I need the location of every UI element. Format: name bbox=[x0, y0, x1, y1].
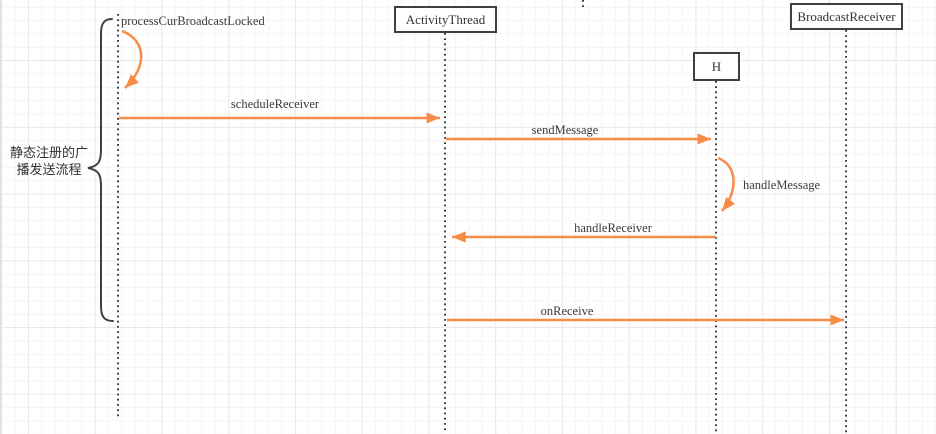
label-process-cur-broadcast-locked: processCurBroadcastLocked bbox=[121, 14, 265, 28]
brace-annotation-text: 静态注册的广播发送流程 bbox=[9, 145, 88, 177]
label-schedule-receiver: scheduleReceiver bbox=[230, 97, 320, 111]
actor-label-activity-thread: ActivityThread bbox=[405, 11, 486, 27]
actor-box-h: H bbox=[693, 52, 740, 81]
actor-label-h: H bbox=[711, 58, 722, 74]
label-on-receive: onReceive bbox=[540, 304, 594, 318]
label-handle-message: handleMessage bbox=[743, 178, 821, 192]
self-arrow-process-cur-broadcast-locked bbox=[121, 29, 143, 89]
actor-box-activity-thread: ActivityThread bbox=[394, 6, 497, 33]
actor-box-broadcast-receiver: BroadcastReceiver bbox=[790, 3, 903, 30]
label-handle-receiver: handleReceiver bbox=[574, 221, 652, 235]
label-send-message: sendMessage bbox=[531, 123, 599, 137]
self-arrow-handle-message bbox=[717, 156, 736, 212]
grouping-brace bbox=[87, 18, 114, 322]
canvas-left-edge bbox=[0, 0, 2, 434]
actor-label-broadcast-receiver: BroadcastReceiver bbox=[797, 8, 896, 24]
